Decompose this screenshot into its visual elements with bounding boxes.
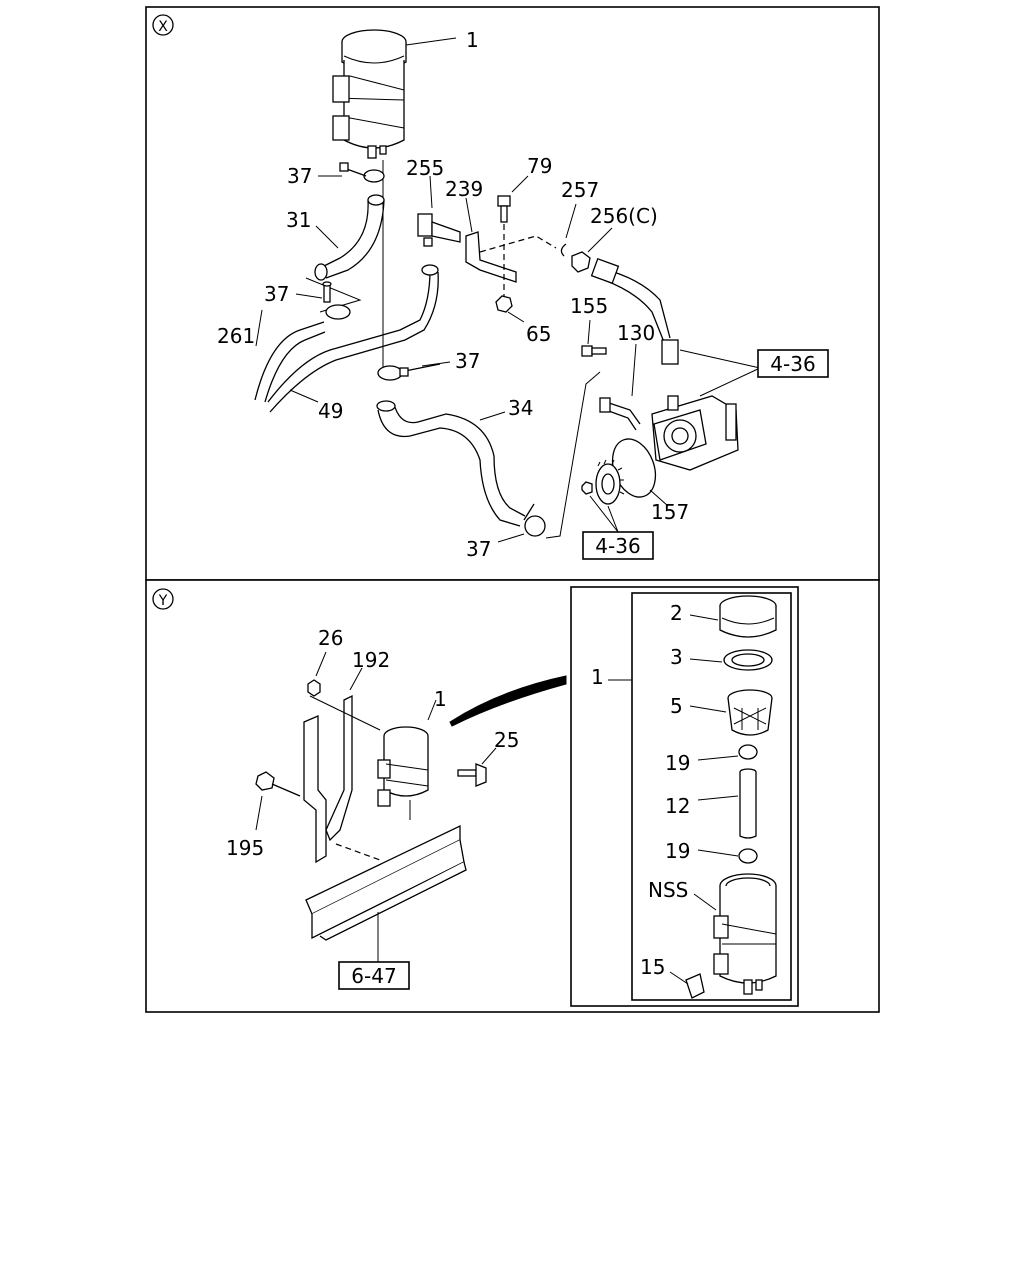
steering-pump [651,395,739,471]
inset-washer-a [738,744,758,760]
bolt-79 [497,195,511,223]
leader-1 [405,37,457,46]
pump-gear [581,459,625,505]
inset-seal-ring [723,649,773,671]
nut-26 [307,679,321,697]
inset-callout-2: 2 [670,601,683,625]
inset-callout-1: 1 [591,665,604,689]
clamp-37-bottom [523,503,546,537]
ref-box-4-36-b [582,531,654,560]
callout-1: 1 [466,28,479,52]
inset-callout-nss: NSS [648,878,688,902]
callout-26: 26 [318,626,343,650]
inset-callout-19-b: 19 [665,839,690,863]
section-y-marker: Y [152,588,174,610]
hose-34 [377,403,526,527]
callout-37-c: 37 [455,349,480,373]
bolt-25 [457,763,487,787]
bolt-155 [581,345,607,357]
ref-4-36-a: 4-36 [770,352,815,376]
callout-256: 256(C) [590,204,658,228]
callout-239: 239 [445,177,483,201]
inset-washer-b [738,848,758,864]
inset-callout-5: 5 [670,694,683,718]
inset-reservoir-body [713,873,777,995]
reservoir-drawing [332,29,407,159]
pipe-49 [267,269,431,403]
ref-6-47: 6-47 [351,964,396,988]
callout-49: 49 [318,399,343,423]
inset-callout-12: 12 [665,794,690,818]
callout-37-d: 37 [466,537,491,561]
callout-130: 130 [617,321,655,345]
hose-31 [319,199,385,279]
inset-filter [727,689,773,736]
ref-box-6-47 [338,961,410,990]
inset-callout-19-a: 19 [665,751,690,775]
inset-tube [739,768,757,839]
inset-clip [685,973,705,999]
pipe-130 [605,401,641,431]
frame-channel [305,824,467,941]
clamp-37-top [339,162,385,183]
callout-195: 195 [226,836,264,860]
clamp-37-middle [322,281,351,320]
section-x-letter: X [158,19,168,35]
bolt-195 [255,771,301,797]
callout-34: 34 [508,396,533,420]
nut-256 [571,251,591,273]
callout-261: 261 [217,324,255,348]
callout-155: 155 [570,294,608,318]
reservoir-small [377,726,429,807]
callout-255: 255 [406,156,444,180]
callout-31: 31 [286,208,311,232]
fitting-255 [417,213,461,247]
detail-arrow [449,675,567,727]
callout-37-a: 37 [287,164,312,188]
clamp-37-lower [377,363,441,381]
callout-1-y: 1 [434,687,447,711]
inset-callout-15: 15 [640,955,665,979]
ref-4-36-b: 4-36 [595,534,640,558]
section-x-marker: X [152,14,174,36]
callout-79: 79 [527,154,552,178]
bracket-192 [303,715,327,864]
inset-callout-3: 3 [670,645,683,669]
nut-65 [495,295,513,313]
callout-65: 65 [526,322,551,346]
section-y-letter: Y [158,593,168,609]
ref-box-4-36-a [757,349,829,378]
pipe-261 [254,321,325,401]
callout-37-b: 37 [264,282,289,306]
callout-257: 257 [561,178,599,202]
inset-cap [719,595,777,638]
callout-25: 25 [494,728,519,752]
callout-192: 192 [352,648,390,672]
section-x-frame [145,6,880,581]
clip-257 [560,243,567,257]
callout-157: 157 [651,500,689,524]
